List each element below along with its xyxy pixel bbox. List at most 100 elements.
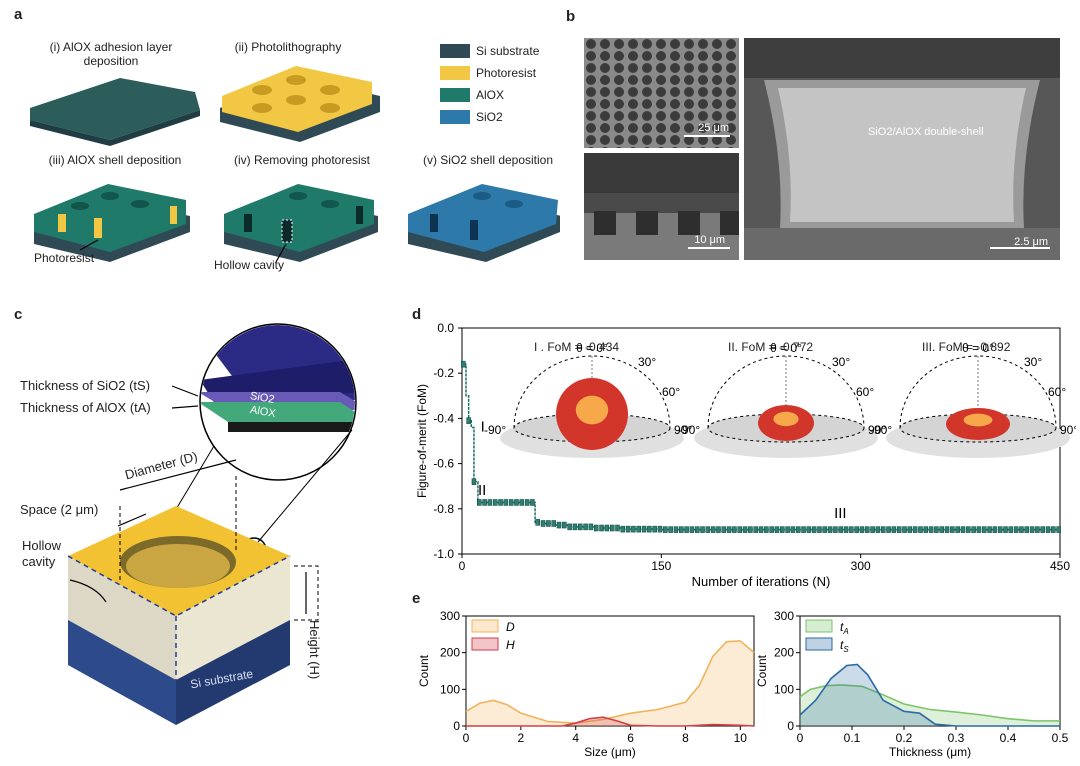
inset-angle-m90: -90° bbox=[678, 423, 700, 437]
inset-lobe-highlight bbox=[575, 395, 609, 425]
fom-point bbox=[535, 519, 540, 526]
fom-point bbox=[827, 526, 833, 533]
y-axis-label: Figure-of-merit (FoM) bbox=[415, 384, 429, 498]
fom-point bbox=[487, 499, 493, 506]
fom-point bbox=[923, 526, 929, 533]
fom-point bbox=[912, 526, 918, 533]
legend-item-alox: AlOX bbox=[440, 84, 560, 106]
fom-point bbox=[934, 526, 939, 533]
legend-swatch bbox=[471, 619, 499, 633]
y-tick-label: -1.0 bbox=[433, 547, 454, 561]
step-3-label: (iii) AlOX shell deposition bbox=[48, 153, 182, 167]
inset-angle-0: θ = 0° bbox=[962, 341, 994, 355]
x-tick-label: 0 bbox=[797, 731, 804, 745]
fom-point bbox=[737, 526, 742, 533]
fom-point bbox=[982, 526, 987, 533]
x-tick-label: 0 bbox=[463, 731, 470, 745]
panel-label-a: a bbox=[14, 6, 23, 23]
inset-angle-60: 60° bbox=[662, 385, 680, 399]
fom-point bbox=[604, 524, 610, 532]
shell-label: SiO2/AlOX double-shell bbox=[868, 126, 984, 138]
fom-point bbox=[854, 526, 859, 533]
y-tick-label: -0.2 bbox=[433, 366, 454, 380]
legend-swatch-photoresist bbox=[440, 66, 470, 80]
inset-angle-30: 30° bbox=[1024, 355, 1042, 369]
fom-point bbox=[859, 526, 865, 533]
fom-point bbox=[748, 526, 753, 533]
fom-point bbox=[838, 526, 843, 533]
step-5-sio2 bbox=[408, 184, 560, 262]
series-area bbox=[466, 717, 754, 726]
fom-point bbox=[668, 526, 673, 533]
scale-bar-bottom: 10 μm bbox=[694, 234, 725, 246]
fom-point bbox=[1013, 526, 1019, 533]
fom-point bbox=[609, 524, 615, 532]
y-tick-label: -0.4 bbox=[433, 411, 454, 425]
fom-point bbox=[498, 499, 503, 506]
sem-hole-array bbox=[584, 38, 739, 148]
fom-point bbox=[1045, 526, 1051, 533]
thickness-alox-label: Thickness of AlOX (tA) bbox=[20, 400, 151, 415]
fom-point bbox=[1019, 526, 1024, 533]
legend-item-si: Si substrate bbox=[440, 40, 560, 62]
inset-angle-0: θ = 0° bbox=[576, 341, 608, 355]
y-tick-label: 300 bbox=[774, 609, 794, 623]
fom-point bbox=[524, 499, 530, 506]
fom-point bbox=[657, 525, 663, 533]
sem-cross-section: 10 μm bbox=[584, 153, 739, 260]
fom-point bbox=[710, 526, 716, 533]
fom-point bbox=[620, 525, 626, 533]
fom-point bbox=[1035, 526, 1040, 533]
scale-bar-main: 2.5 μm bbox=[1014, 236, 1048, 248]
fom-point bbox=[588, 523, 594, 531]
inset-angle-m90: -90° bbox=[870, 423, 892, 437]
step-3-shell bbox=[34, 184, 190, 262]
sem-main-cavity: SiO2/AlOX double-shell 2.5 μm bbox=[744, 38, 1060, 260]
fom-point bbox=[1029, 526, 1035, 533]
fom-point bbox=[689, 526, 695, 533]
fom-point bbox=[503, 499, 509, 506]
fom-point bbox=[987, 526, 992, 533]
height-label: Height (H) bbox=[307, 620, 322, 680]
step-4-cavities bbox=[224, 184, 378, 262]
y-axis-label: Count bbox=[417, 654, 431, 687]
hollow-cavity-label: Hollow cavity bbox=[22, 538, 62, 569]
fom-point bbox=[530, 499, 535, 506]
fom-point bbox=[811, 526, 817, 533]
x-axis-label: Number of iterations (N) bbox=[692, 574, 831, 589]
panel-label-b: b bbox=[566, 8, 576, 25]
step-2-photoresist bbox=[220, 66, 380, 142]
sem-pillars bbox=[584, 153, 739, 260]
fom-point bbox=[849, 526, 854, 533]
region-label-3: III bbox=[834, 505, 847, 522]
fom-point bbox=[918, 526, 923, 533]
fom-point bbox=[795, 526, 801, 533]
inset-angle-90: 90° bbox=[1060, 423, 1076, 437]
legend-swatch bbox=[805, 637, 833, 651]
y-tick-label: 0 bbox=[453, 719, 460, 733]
fom-point bbox=[546, 520, 551, 527]
x-tick-label: 4 bbox=[572, 731, 579, 745]
x-axis-label: Size (μm) bbox=[584, 745, 636, 759]
inset-angle-90: 90° bbox=[674, 423, 692, 437]
fom-point bbox=[593, 524, 599, 532]
legend-label: H bbox=[506, 638, 515, 652]
fom-point bbox=[519, 499, 525, 506]
inset-1-label: I . FoM = -0.434 bbox=[534, 340, 620, 354]
fom-point bbox=[471, 478, 477, 485]
fom-point bbox=[843, 526, 849, 533]
fom-point bbox=[928, 526, 934, 533]
fom-point bbox=[1040, 526, 1045, 533]
scale-bar-top: 25 μm bbox=[698, 122, 729, 134]
fom-point bbox=[599, 524, 604, 532]
fom-point bbox=[572, 523, 578, 531]
fom-point bbox=[886, 526, 891, 533]
fom-point bbox=[1008, 526, 1014, 533]
fom-point bbox=[833, 526, 838, 533]
fom-point bbox=[694, 526, 700, 533]
fom-point bbox=[753, 526, 758, 533]
fom-point bbox=[976, 526, 982, 533]
fom-point bbox=[955, 526, 960, 533]
